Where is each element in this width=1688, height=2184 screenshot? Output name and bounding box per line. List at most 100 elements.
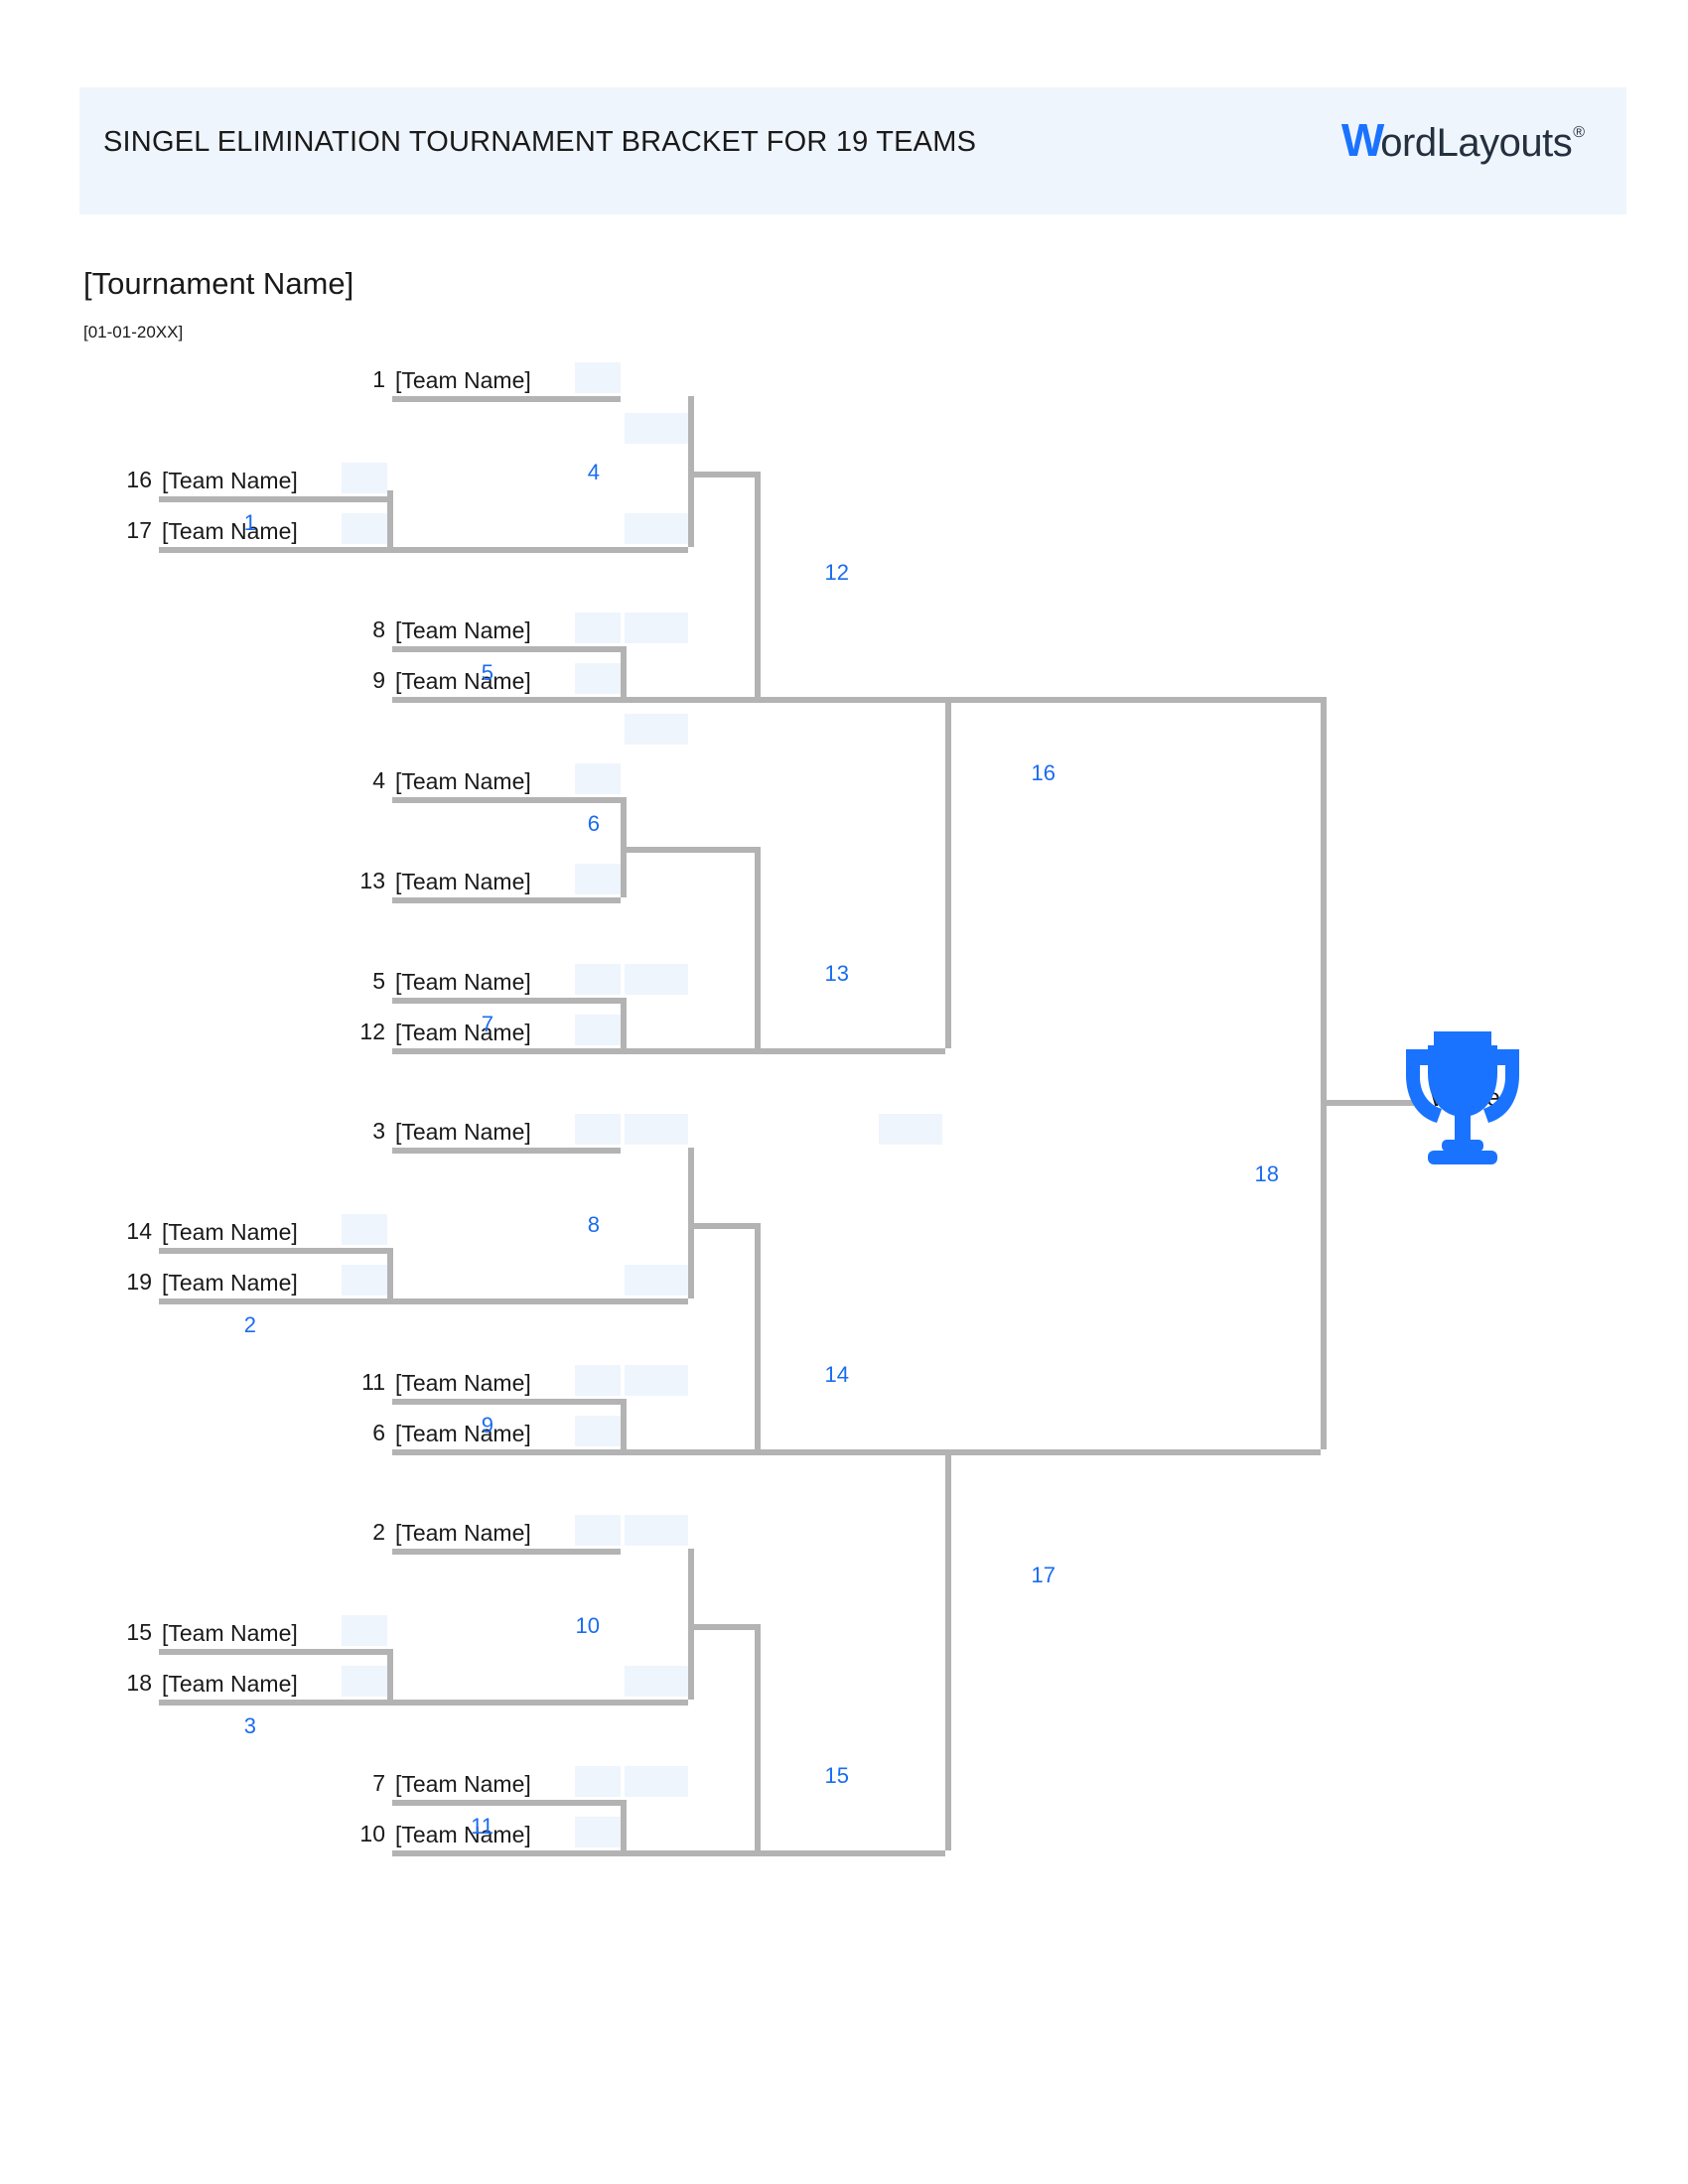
advance-score-box[interactable] [625,1766,688,1797]
team-slot[interactable]: 19[Team Name] [126,1259,387,1304]
team-name-field[interactable]: [Team Name] [162,1671,298,1697]
tournament-name-field[interactable]: [Tournament Name] [83,266,354,301]
team-slot[interactable]: 15[Team Name] [126,1609,387,1655]
advance-score-box[interactable] [625,1114,688,1145]
team-name-field[interactable]: [Team Name] [395,969,531,995]
team-score-box[interactable] [575,1114,621,1145]
advance-score-box[interactable] [625,613,688,643]
advance-score-box[interactable] [625,1515,688,1546]
team-name-field[interactable]: [Team Name] [395,1822,531,1847]
advance-slot[interactable] [625,708,688,748]
bracket-connector-horizontal [621,1048,755,1054]
match-number: 2 [243,1312,256,1337]
team-slot-underline [159,1248,387,1254]
wordlayouts-logo: W ordLayouts ® [1341,117,1585,163]
team-slot[interactable]: 2[Team Name] [372,1509,621,1555]
team-slot[interactable]: 13[Team Name] [359,858,621,903]
advance-slot[interactable] [879,1108,942,1148]
team-score-box[interactable] [575,964,621,995]
team-score-box[interactable] [342,1615,387,1646]
team-score-box[interactable] [575,1015,621,1045]
advance-slot[interactable] [625,1660,688,1700]
advance-score-box[interactable] [625,1265,688,1296]
advance-score-box[interactable] [625,714,688,745]
team-slot[interactable]: 12[Team Name] [359,1009,621,1054]
team-slot[interactable]: 16[Team Name] [126,457,387,502]
team-slot[interactable]: 4[Team Name] [372,757,621,803]
bracket-connector-horizontal [945,1449,1321,1455]
team-slot[interactable]: 3[Team Name] [372,1108,621,1154]
team-score-box[interactable] [575,613,621,643]
advance-slot[interactable] [625,1359,688,1399]
team-score-box[interactable] [575,1365,621,1396]
team-score-box[interactable] [575,663,621,694]
team-name-field[interactable]: [Team Name] [395,1421,531,1446]
advance-slot[interactable] [625,507,688,547]
match-number: 15 [824,1763,849,1788]
advance-score-box[interactable] [625,513,688,544]
advance-slot[interactable] [625,1509,688,1549]
team-slot[interactable]: 6 [Team Name] [372,1410,621,1455]
advance-score-box[interactable] [625,1365,688,1396]
team-score-box[interactable] [575,864,621,894]
team-name-field[interactable]: [Team Name] [395,668,531,694]
team-score-box[interactable] [342,1214,387,1245]
team-name-field[interactable]: [Team Name] [395,617,531,643]
team-slot[interactable]: 1[Team Name] [372,356,621,402]
team-score-box[interactable] [342,513,387,544]
advance-score-box[interactable] [625,1666,688,1697]
team-score-box[interactable] [575,1766,621,1797]
team-name-field[interactable]: [Team Name] [395,869,531,894]
team-score-box[interactable] [342,463,387,493]
bracket-connector-horizontal [621,1850,755,1856]
team-slot[interactable]: 11[Team Name] [361,1359,621,1405]
team-name-field[interactable]: [Team Name] [395,1020,531,1045]
team-slot[interactable]: 5[Team Name] [372,958,621,1004]
team-name-field[interactable]: [Team Name] [395,1520,531,1546]
advance-slot[interactable] [625,958,688,998]
logo-wordmark: ordLayouts [1380,121,1573,165]
team-slot[interactable]: 14[Team Name] [126,1208,387,1254]
match-number: 10 [575,1613,600,1638]
match-number: 9 [481,1413,493,1437]
team-seed-number: 6 [372,1420,385,1445]
advance-slot[interactable] [625,407,688,447]
team-slot-underline [392,697,621,703]
team-slot[interactable]: 7[Team Name] [372,1760,621,1806]
team-slot[interactable]: 10[Team Name] [359,1811,621,1856]
team-name-field[interactable]: [Team Name] [395,1771,531,1797]
team-name-field[interactable]: [Team Name] [395,1119,531,1145]
advance-score-box[interactable] [625,413,688,444]
advance-score-box[interactable] [879,1114,942,1145]
team-name-field[interactable]: [Team Name] [395,768,531,794]
match-number: 11 [471,1814,493,1839]
team-score-box[interactable] [575,1817,621,1847]
team-score-box[interactable] [342,1666,387,1697]
team-name-field[interactable]: [Team Name] [162,1270,298,1296]
advance-slot[interactable] [625,1108,688,1148]
advance-slot[interactable] [625,1259,688,1298]
team-score-box[interactable] [342,1265,387,1296]
bracket-connector-vertical [387,490,393,547]
team-slot[interactable]: 18[Team Name] [126,1660,387,1706]
team-score-box[interactable] [575,1515,621,1546]
team-slot[interactable]: 8[Team Name] [372,607,621,652]
team-name-field[interactable]: [Team Name] [162,1620,298,1646]
tournament-date-field[interactable]: [01-01-20XX] [83,323,184,341]
team-name-field[interactable]: [Team Name] [162,1219,298,1245]
team-name-field[interactable]: [Team Name] [162,518,298,544]
bracket-connector-horizontal [621,847,755,853]
team-name-field[interactable]: [Team Name] [162,468,298,493]
bracket-connector-horizontal [387,1298,688,1304]
team-slot-underline [392,1549,621,1555]
team-score-box[interactable] [575,1416,621,1446]
advance-score-box[interactable] [625,964,688,995]
team-slot[interactable]: 9[Team Name] [372,657,621,703]
team-name-field[interactable]: [Team Name] [395,367,531,393]
team-name-field[interactable]: [Team Name] [395,1370,531,1396]
advance-slot[interactable] [625,1760,688,1800]
team-score-box[interactable] [575,362,621,393]
team-score-box[interactable] [575,763,621,794]
advance-slot[interactable] [625,607,688,646]
team-slot[interactable]: 17[Team Name] [126,507,387,553]
